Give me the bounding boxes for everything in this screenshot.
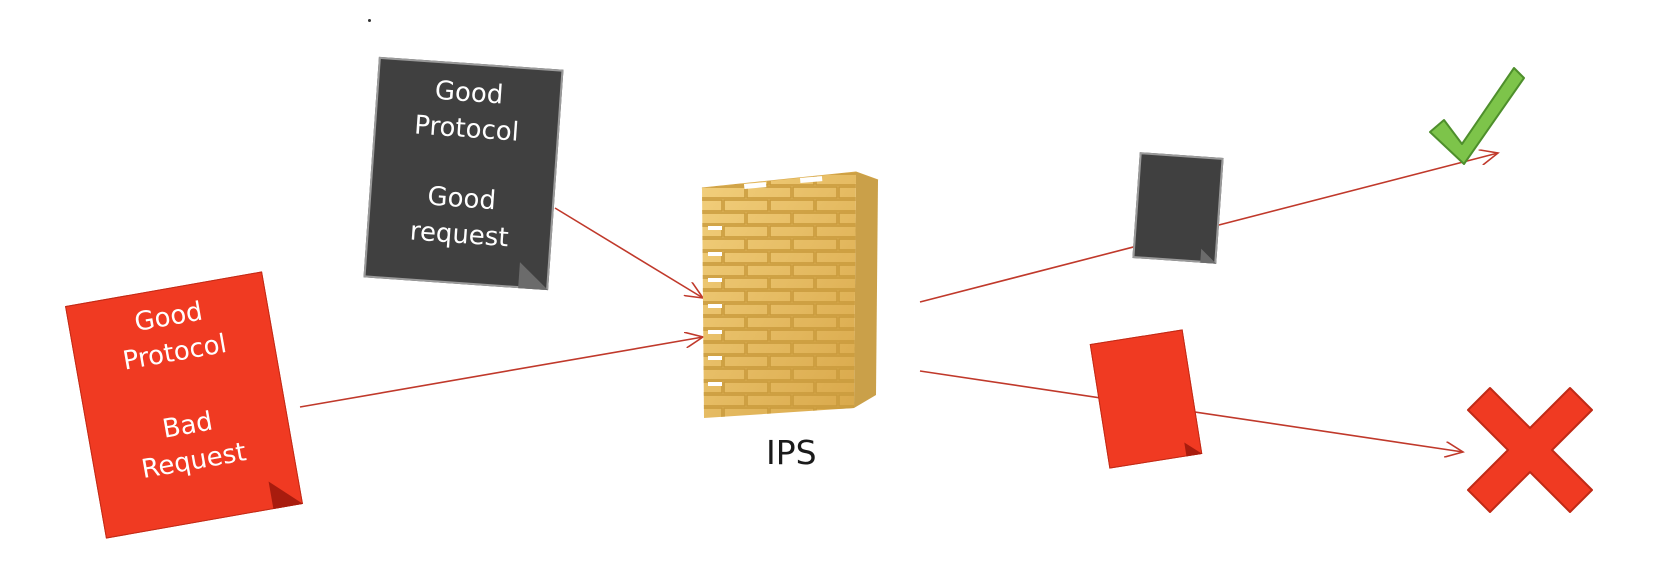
checkmark-icon <box>1429 67 1525 165</box>
ips-label: IPS <box>766 433 817 472</box>
brick-firewall-icon <box>701 171 879 418</box>
stray-dot <box>368 19 371 22</box>
arrow-bad-to-ips <box>299 337 703 408</box>
good-request-document: Good Protocol Good request <box>363 56 564 291</box>
page-fold-icon <box>1200 248 1218 264</box>
page-fold-icon <box>518 262 550 291</box>
arrow-good-to-ips <box>554 207 703 298</box>
allowed-packet-document <box>1132 152 1224 264</box>
page-fold-icon <box>1184 440 1203 457</box>
bad-request-document: Good Protocol Bad Request <box>65 271 303 539</box>
cross-icon <box>1467 387 1593 513</box>
blocked-packet-document <box>1089 329 1203 469</box>
page-fold-icon <box>268 476 303 510</box>
